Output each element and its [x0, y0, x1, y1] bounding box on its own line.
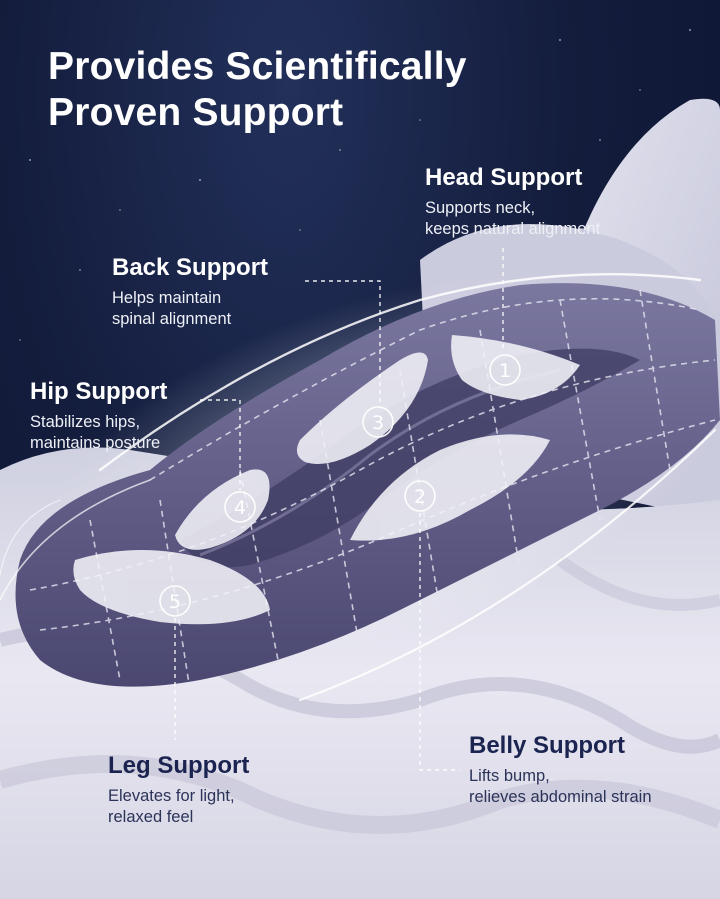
support-zones — [73, 335, 580, 625]
zone-pad-1 — [451, 335, 580, 400]
zone-markers — [159, 354, 521, 617]
callout-description: Stabilizes hips, maintains posture — [30, 413, 161, 452]
callout-back-support: Back Support Helps maintain spinal align… — [112, 254, 268, 330]
callout-title: Leg Support — [108, 752, 250, 779]
zone-number-2: 2 — [414, 486, 426, 508]
callout-hip-support: Hip Support Stabilizes hips, maintains p… — [30, 378, 167, 454]
circled-number-icon — [489, 354, 521, 386]
zone-pad-3 — [296, 352, 428, 464]
zone-number-1: 1 — [499, 360, 511, 382]
leader-lines — [174, 248, 504, 771]
callout-title: Back Support — [112, 254, 269, 281]
callout-leg-support: Leg Support Elevates for light, relaxed … — [108, 752, 249, 828]
callout-title: Hip Support — [30, 378, 168, 405]
u-pillow-inner-gap — [180, 348, 640, 568]
callout-description: Helps maintain spinal alignment — [112, 289, 232, 328]
circled-number-icon — [224, 491, 256, 523]
page-title-line-2: Proven Support — [48, 91, 344, 134]
zone-pad-4 — [175, 469, 270, 550]
circled-number-icon — [404, 480, 436, 512]
zone-number-3: 3 — [372, 412, 384, 434]
zone-number-4: 4 — [234, 497, 246, 519]
page-title-line-1: Provides Scientifically — [48, 45, 467, 88]
zone-number-5: 5 — [169, 591, 181, 613]
zone-pad-2 — [350, 434, 550, 541]
callout-title: Belly Support — [469, 732, 626, 759]
callout-belly-support: Belly Support Lifts bump, relieves abdom… — [469, 732, 652, 808]
callout-description: Lifts bump, relieves abdominal strain — [469, 767, 652, 806]
callout-description: Supports neck, keeps natural alignment — [425, 199, 601, 238]
callout-title: Head Support — [425, 164, 583, 191]
circled-number-icon — [362, 406, 394, 438]
star-field — [19, 29, 691, 341]
callout-description: Elevates for light, relaxed feel — [108, 787, 235, 826]
page-title: Provides Scientifically Proven Support — [48, 44, 467, 136]
callout-head-support: Head Support Supports neck, keeps natura… — [425, 164, 600, 240]
circled-number-icon — [159, 585, 191, 617]
